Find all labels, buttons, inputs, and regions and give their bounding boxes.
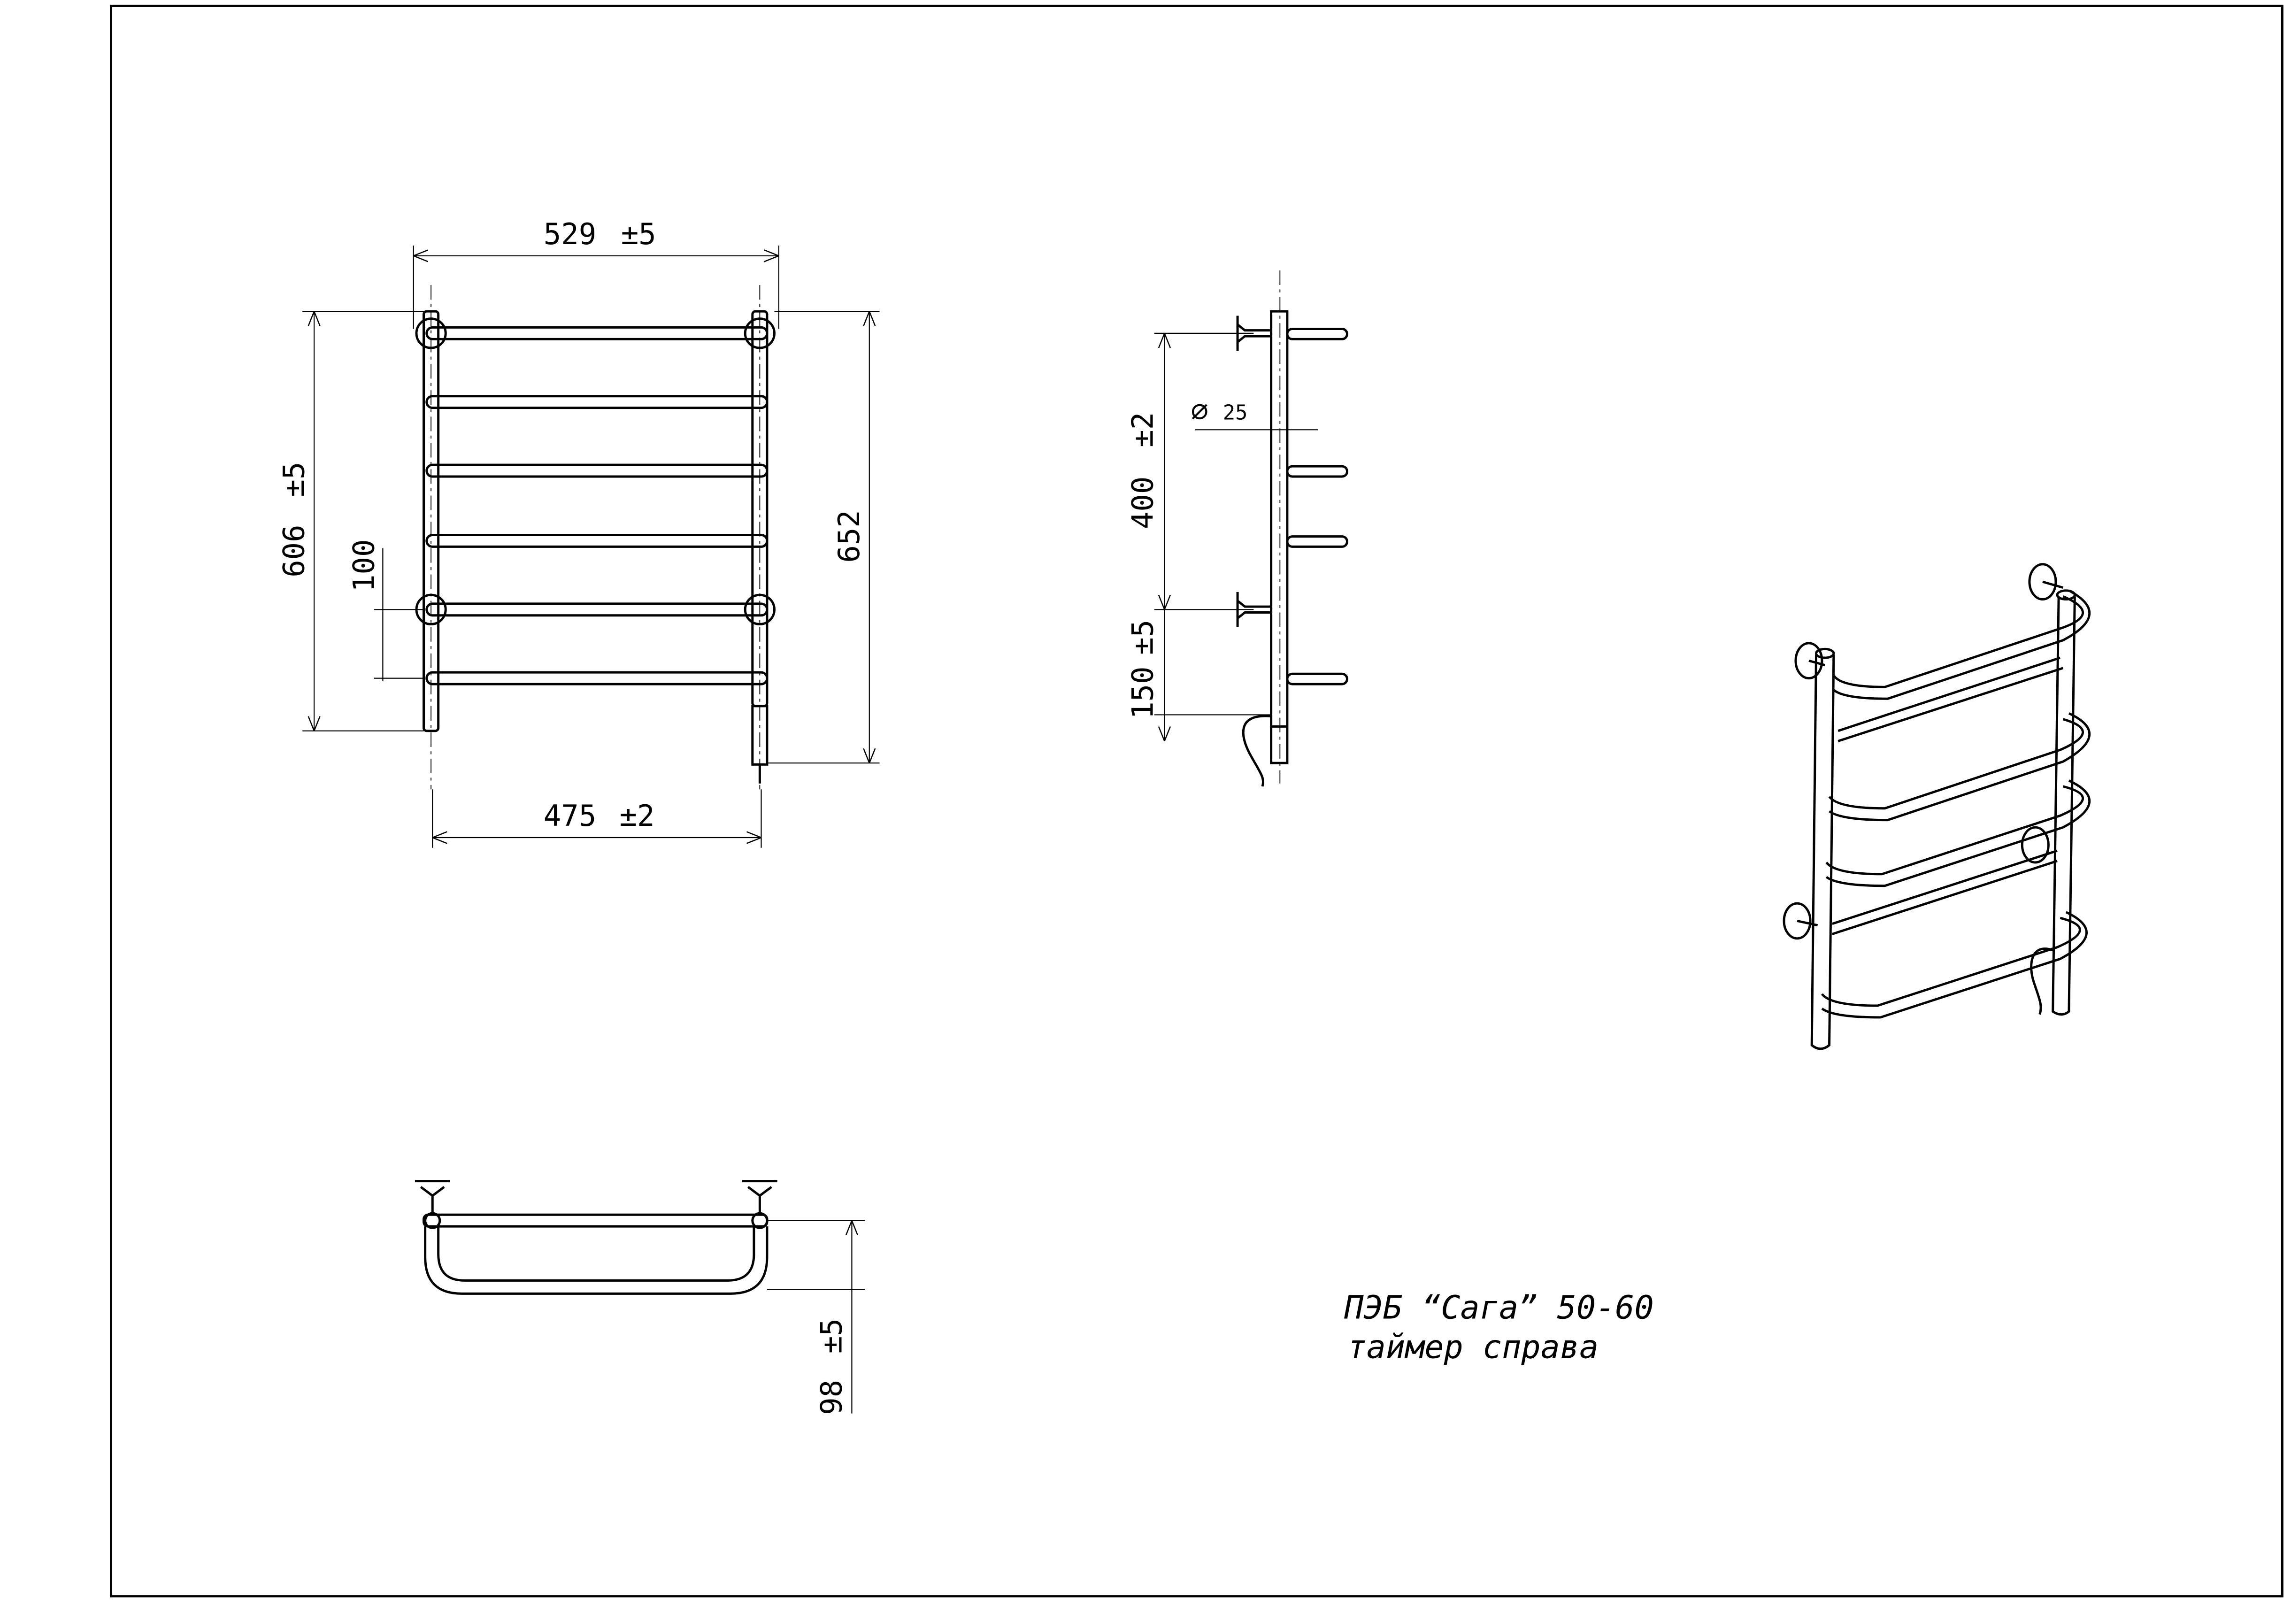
front-view: 529 ±5 606 ±5 100 652 475 ±2 [277, 217, 880, 848]
dim-mount-spacing-tol: ±2 [620, 799, 655, 833]
dim-depth: 98 [815, 1380, 849, 1415]
towel-rails [425, 326, 769, 685]
side-view: 400 ±2 150 ±5 ∅ 25 [1126, 270, 1348, 787]
dim-bottom-offset: 150 [1126, 666, 1160, 719]
side-rails [1286, 328, 1348, 685]
dim-width-overall: 529 [544, 217, 596, 251]
dim-pipe-diameter: 25 [1223, 401, 1247, 425]
wall-brackets [1236, 316, 1271, 627]
dim-bottom-offset-tol: ±5 [1126, 620, 1160, 655]
drawing-frame [110, 4, 2283, 1598]
dim-rail-pitch: 100 [347, 539, 381, 592]
dim-mount-spacing: 475 [544, 799, 596, 833]
product-option: таймер справа [1347, 1328, 1599, 1366]
product-name: ПЭБ “Сага” 50-60 [1344, 1289, 1653, 1326]
perspective-view [1783, 563, 2091, 1050]
wall-mounts [415, 317, 776, 625]
dim-mount-vertical-spacing-tol: ±2 [1126, 412, 1160, 447]
perspective-cable [2030, 947, 2053, 1015]
dim-height-with-timer: 652 [832, 510, 866, 562]
dim-mount-vertical-spacing: 400 [1126, 477, 1160, 529]
perspective-rails [1821, 589, 2091, 1019]
dim-depth-tol: ±5 [815, 1318, 849, 1354]
dim-width-overall-tol: ±5 [621, 217, 656, 251]
diameter-symbol: ∅ [1191, 394, 1208, 428]
dim-height-overall-tol: ±5 [277, 462, 311, 497]
top-view: 98 ±5 [415, 1180, 865, 1415]
dim-height-overall: 606 [277, 524, 311, 577]
perspective-mounts [1783, 563, 2064, 940]
power-cable [1242, 715, 1271, 787]
title-block: ПЭБ “Сага” 50-60 таймер справа [1344, 1289, 1653, 1366]
